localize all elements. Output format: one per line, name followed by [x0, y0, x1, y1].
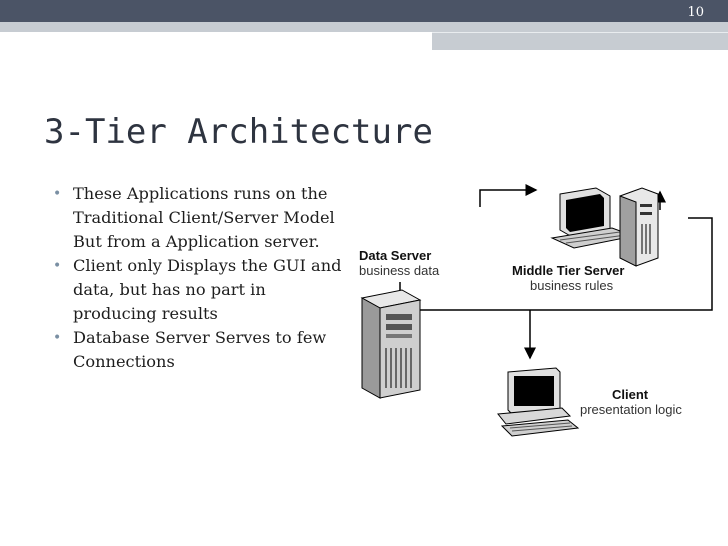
- connector-data-to-middle: [479, 184, 538, 207]
- client-terminal-icon: [497, 367, 580, 437]
- header-bar: [0, 0, 728, 22]
- header-strip: [0, 22, 728, 32]
- header-strip-tab: [432, 32, 728, 50]
- bullet-text: Database Server Serves to few Connection…: [73, 328, 327, 371]
- client-subtitle: presentation logic: [580, 402, 682, 417]
- bullet-text: Client only Displays the GUI and data, b…: [73, 256, 342, 323]
- architecture-diagram: Data Server business data Middle Tier Se…: [340, 170, 728, 450]
- client-title: Client: [612, 387, 649, 402]
- bullet-item: • Client only Displays the GUI and data, …: [53, 254, 348, 326]
- slide-number: 10: [687, 5, 704, 20]
- workstation-icon: [550, 187, 659, 267]
- data-server-subtitle: business data: [359, 263, 440, 278]
- bullet-list: • These Applications runs on the Traditio…: [53, 182, 348, 374]
- middle-tier-title: Middle Tier Server: [512, 263, 625, 278]
- header-strip-highlight: [432, 32, 728, 33]
- diagram-canvas: [360, 184, 713, 437]
- bullet-item: • Database Server Serves to few Connectio…: [53, 326, 348, 374]
- slide-title: 3-Tier Architecture: [44, 112, 433, 152]
- bullet-text: These Applications runs on the Tradition…: [73, 184, 335, 251]
- data-server-title: Data Server: [359, 248, 432, 263]
- bullet-dot-icon: •: [53, 258, 62, 274]
- middle-tier-subtitle: business rules: [530, 278, 614, 293]
- bullet-dot-icon: •: [53, 330, 62, 346]
- bullet-item: • These Applications runs on the Traditio…: [53, 182, 348, 254]
- server-tower-icon: [360, 289, 422, 399]
- bullet-dot-icon: •: [53, 186, 62, 202]
